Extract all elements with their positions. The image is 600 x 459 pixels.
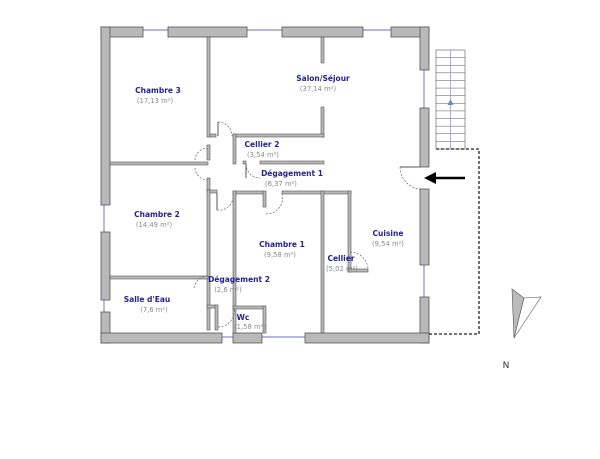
room-name: Salle d'Eau xyxy=(124,295,171,304)
room-name: Wc xyxy=(237,313,250,322)
room-area: (6,37 m²) xyxy=(265,180,297,188)
room-area: (9,58 m²) xyxy=(264,251,296,259)
room-name: Chambre 3 xyxy=(135,86,181,95)
arrow-left-icon xyxy=(424,172,465,184)
room-name: Cuisine xyxy=(373,229,404,238)
room-area: (7,6 m²) xyxy=(140,306,168,314)
terrace-outline xyxy=(429,148,480,335)
room-name: Salon/Séjour xyxy=(296,74,350,83)
room-name: Chambre 2 xyxy=(134,210,180,219)
interior-walls xyxy=(109,36,369,334)
room-name: Dégagement 2 xyxy=(208,275,270,284)
doors xyxy=(193,121,421,328)
room-area: (1,58 m²) xyxy=(234,323,266,331)
room-labels: Chambre 3 (17,13 m²) Salon/Séjour (37,14… xyxy=(124,74,405,331)
room-name: Cellier 2 xyxy=(245,140,280,149)
room-name: Chambre 1 xyxy=(259,240,305,249)
room-area: (17,13 m²) xyxy=(137,97,174,105)
room-name: Cellier xyxy=(327,254,354,263)
compass-label: N xyxy=(503,361,510,371)
staircase-icon xyxy=(435,49,466,150)
room-area: (2,6 m²) xyxy=(214,286,242,294)
north-arrow-icon xyxy=(511,288,542,339)
room-name: Dégagement 1 xyxy=(261,169,323,178)
room-area: (3,54 m²) xyxy=(247,151,279,159)
room-area: (5,02 m²) xyxy=(326,265,358,273)
room-area: (14,49 m²) xyxy=(136,221,173,229)
windows xyxy=(103,29,425,338)
room-area: (9,54 m²) xyxy=(372,240,404,248)
room-area: (37,14 m²) xyxy=(300,85,337,93)
